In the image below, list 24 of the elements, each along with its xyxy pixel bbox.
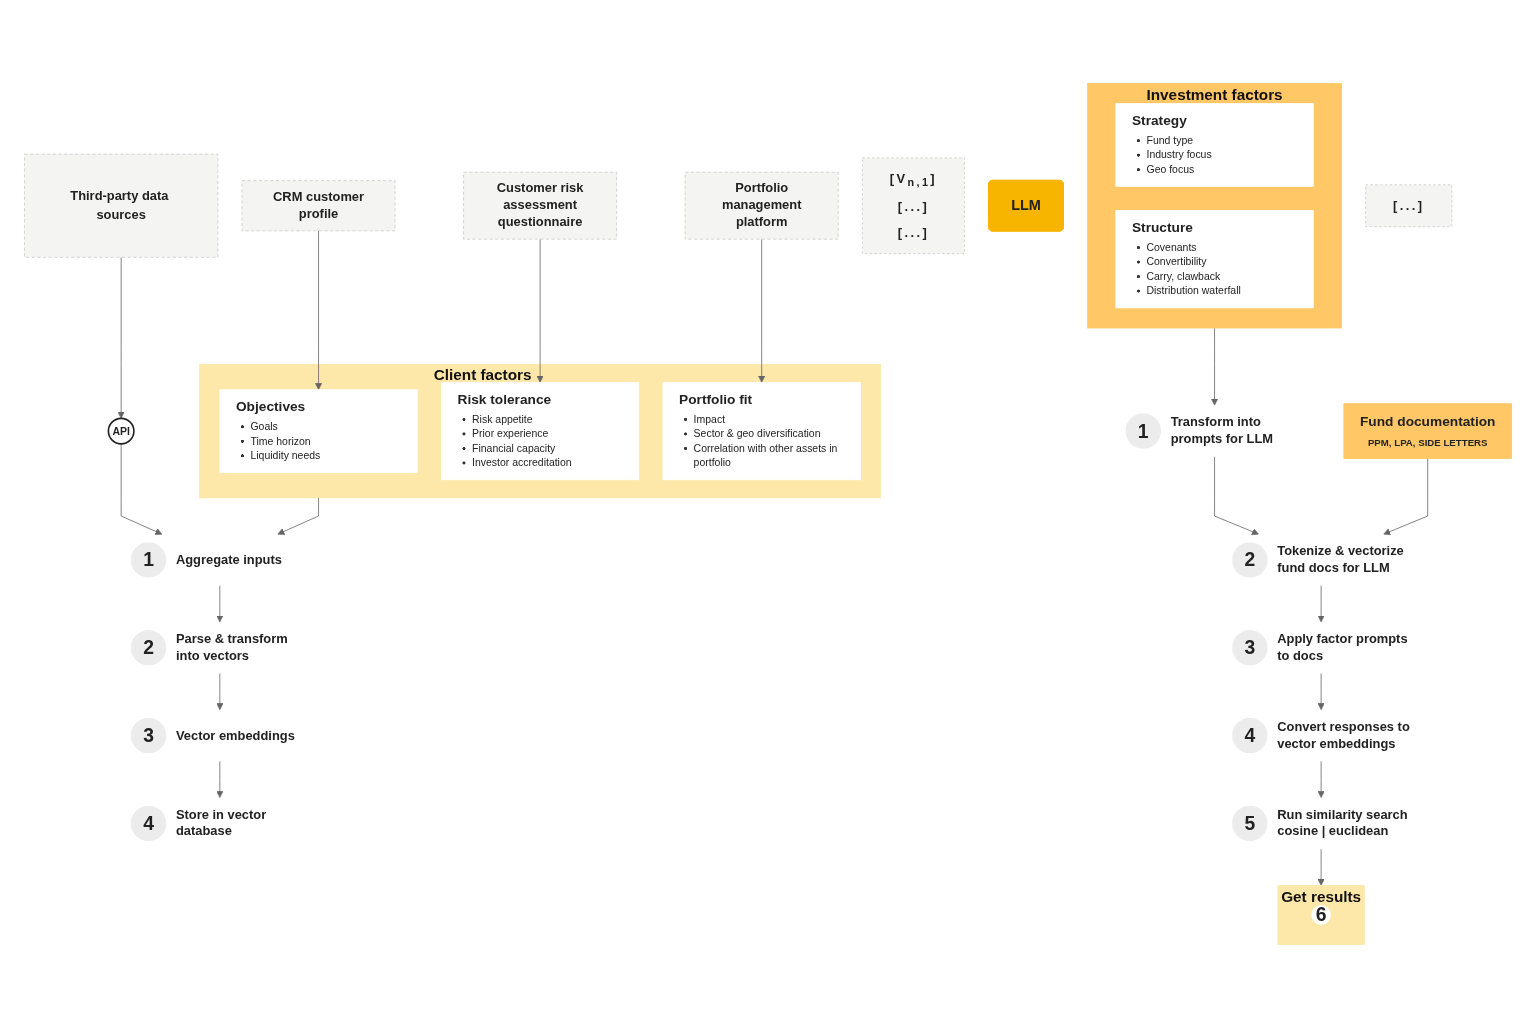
step-label: 5 Run similarity search cosine | euclidean — [1232, 805, 1408, 842]
factor-card: Strategy Fund type Industry focus Geo focus — [1115, 103, 1314, 187]
source-box: Customer risk assessment questionnaire — [463, 171, 618, 240]
step-label: 4 Store in vector database — [130, 805, 267, 842]
api-circle: API — [107, 417, 135, 445]
step-label: 2 Parse & transform into vectors — [130, 630, 288, 666]
speech-bubble: LLM — [988, 179, 1064, 232]
step-label: 2 Tokenize & vectorize fund docs for LLM — [1232, 542, 1404, 578]
number-circle: 6 — [1311, 903, 1331, 926]
vector-box: [...] — [1365, 184, 1453, 228]
document-box: Fund documentation PPM, LPA, SIDE LETTERS — [1343, 403, 1512, 459]
step-label: 1 Aggregate inputs — [130, 542, 282, 578]
factor-card: Objectives Goals Time horizon Liquidity needs — [219, 389, 418, 473]
data-source-panel: Third-party data sources — [24, 153, 219, 258]
step-label: 1 Transform into prompts for LLM — [1125, 413, 1274, 449]
source-box: CRM customer profile — [241, 180, 396, 232]
source-box: Portfolio management platform — [684, 171, 839, 240]
step-label: 3 Apply factor prompts to docs — [1232, 630, 1408, 666]
factor-card: Structure Covenants Convertibility Carry, clawback Distribution waterfall — [1115, 210, 1314, 309]
factor-card: Portfolio fit Impact Sector & geo diversification Correlation with other assets in portfolio — [662, 382, 861, 481]
vector-box: [V$_{n,1}$] [...] [...] — [862, 157, 965, 254]
step-label: 3 Vector embeddings — [130, 717, 295, 754]
factor-card: Risk tolerance Risk appetite Prior experience Financial capacity Investor accreditation — [441, 382, 640, 481]
step-label: 4 Convert responses to vector embeddings — [1232, 717, 1410, 754]
